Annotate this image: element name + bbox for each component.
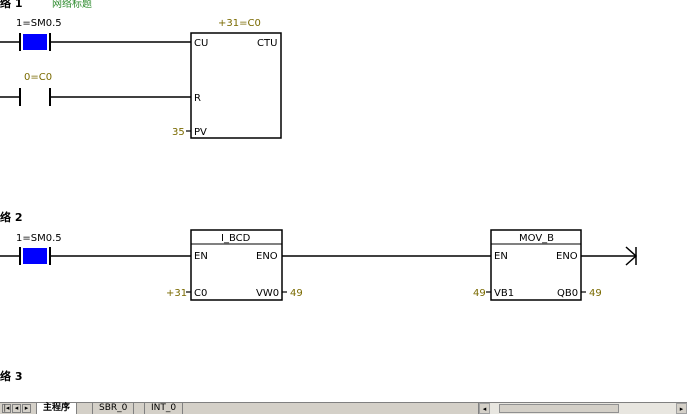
horizontal-scrollbar[interactable]: ◂ ▸ — [478, 403, 687, 414]
i-bcd-box[interactable] — [190, 229, 283, 301]
mov-b-pin-eno: ENO — [556, 251, 578, 262]
mov-b-box-name: MOV_B — [519, 233, 554, 244]
contact-energized-indicator — [23, 248, 47, 264]
network-1-contact-sm05[interactable] — [0, 33, 191, 51]
network-2-title[interactable]: 络 2 — [0, 210, 22, 224]
tab-int-0[interactable]: INT_0 — [144, 403, 184, 414]
mov-b-in-value: 49 — [473, 288, 486, 299]
ctu-pin-pv: PV — [194, 127, 207, 138]
mov-b-out-value: 49 — [589, 288, 602, 299]
scroll-left-icon[interactable]: ◂ — [479, 403, 490, 414]
ctu-pin-r: R — [194, 93, 201, 104]
ctu-counter-box[interactable] — [190, 32, 282, 139]
network-3-title[interactable]: 络 3 — [0, 369, 22, 383]
network-2-contact-sm05[interactable] — [0, 247, 191, 265]
ctu-pv-value: 35 — [172, 127, 185, 138]
ctu-box-name: CTU — [257, 38, 277, 49]
tab-scroll-left-icon[interactable]: |◂ — [2, 404, 11, 413]
contact-energized-indicator — [23, 34, 47, 50]
ladder-editor-canvas[interactable]: 络 1 网络标题 1=SM0.5 0=C0 +31=C0 CU CTU R PV… — [0, 0, 687, 402]
i-bcd-out-value: 49 — [290, 288, 303, 299]
network-1-contact-1-label: 1=SM0.5 — [16, 18, 62, 29]
i-bcd-pin-out: VW0 — [256, 288, 279, 299]
i-bcd-in-value: +31 — [166, 288, 187, 299]
tab-scroll-next-icon[interactable]: ▸ — [22, 404, 31, 413]
tab-scroll-prev-icon[interactable]: ◂ — [12, 404, 21, 413]
ctu-top-label: +31=C0 — [218, 18, 261, 29]
network-1-contact-2-label: 0=C0 — [24, 72, 52, 83]
mov-b-box[interactable] — [490, 229, 582, 301]
network-2-contact-label: 1=SM0.5 — [16, 233, 62, 244]
network-1-title[interactable]: 络 1 — [0, 0, 22, 10]
mov-b-pin-in: VB1 — [494, 288, 514, 299]
i-bcd-box-name: I_BCD — [221, 233, 251, 244]
mov-b-pin-out: QB0 — [557, 288, 578, 299]
tab-main-program[interactable]: 主程序 — [36, 403, 78, 414]
tab-sbr-0[interactable]: SBR_0 — [92, 403, 135, 414]
network-1-comment[interactable]: 网络标题 — [52, 0, 92, 10]
program-tab-bar: |◂ ◂ ▸ 主程序 SBR_0 INT_0 ◂ ▸ — [0, 402, 687, 414]
scroll-right-icon[interactable]: ▸ — [676, 403, 687, 414]
i-bcd-pin-eno: ENO — [256, 251, 278, 262]
mov-b-pin-en: EN — [494, 251, 508, 262]
network-1-contact-c0[interactable] — [0, 88, 191, 106]
scrollbar-thumb[interactable] — [499, 404, 619, 413]
ctu-pin-cu: CU — [194, 38, 208, 49]
i-bcd-pin-in: C0 — [194, 288, 207, 299]
i-bcd-pin-en: EN — [194, 251, 208, 262]
